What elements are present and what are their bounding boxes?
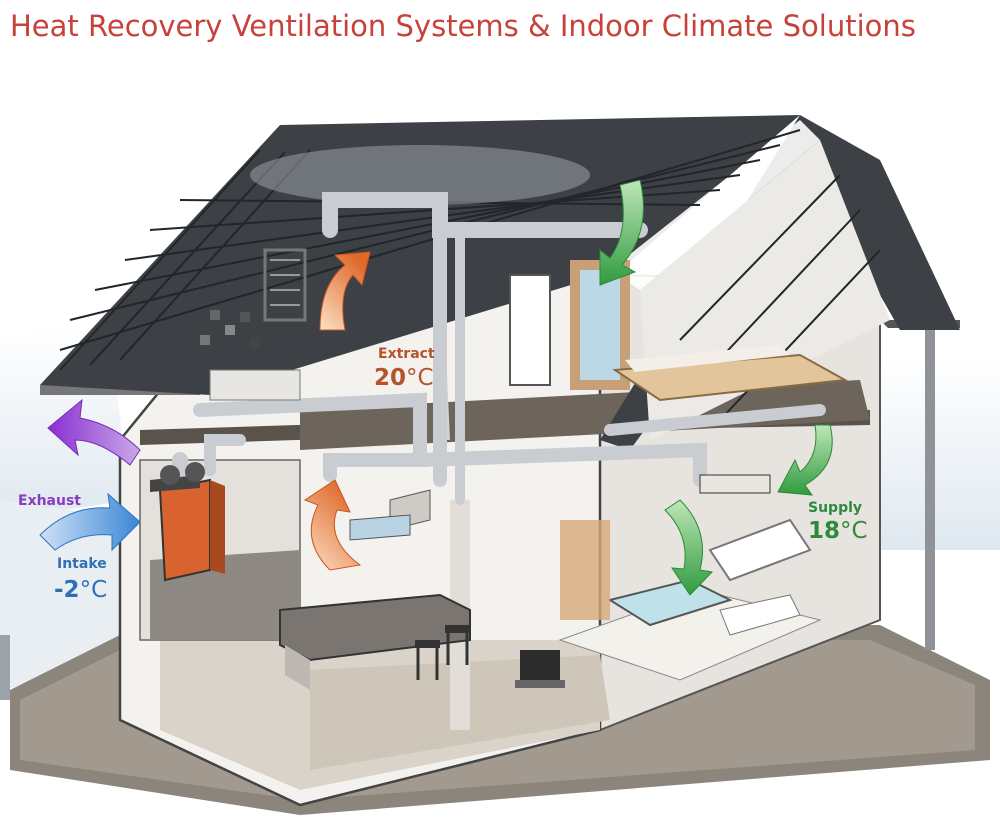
exhaust-arrow [47,398,141,466]
kitchen [279,489,471,690]
extract-name: Extract [378,346,435,362]
house-illustration: Extract 20°C Supply 18°C Exhaust Intake … [0,115,1000,815]
ventilation-ducts [172,192,826,505]
intake-arrow [39,492,141,552]
extract-temp: 20 [374,365,406,391]
bathroom [200,248,307,401]
exhaust-label: Exhaust [18,493,81,509]
intake-label: Intake -2°C [54,556,107,603]
supply-temp: 18 [808,518,840,544]
supply-arrow-upper [599,179,644,286]
page-title: Heat Recovery Ventilation Systems & Indo… [10,9,916,43]
extract-label: Extract 20°C [374,346,435,391]
svg-text:-2°C: -2°C [54,577,107,603]
extract-arrow-lower [303,479,362,571]
exhaust-name: Exhaust [18,493,81,509]
bar-stool-1 [415,640,440,680]
living-room [515,474,822,688]
extract-unit: °C [406,365,434,391]
hrv-house-diagram: Extract 20°C Supply 18°C Exhaust Intake … [0,80,1000,830]
bar-stool-2 [445,625,470,665]
svg-text:20°C: 20°C [374,365,434,391]
supply-arrow-lower [664,499,714,596]
supply-arrow-middle [777,424,833,496]
svg-text:18°C: 18°C [808,518,868,544]
intake-name: Intake [57,556,107,572]
supply-name: Supply [808,500,862,516]
supply-unit: °C [840,518,868,544]
intake-temp: -2 [54,577,80,603]
intake-unit: °C [80,577,108,603]
extract-arrow-upper [319,251,371,331]
supply-label: Supply 18°C [808,500,868,544]
bedroom [509,260,849,402]
hrv-unit [150,462,225,582]
